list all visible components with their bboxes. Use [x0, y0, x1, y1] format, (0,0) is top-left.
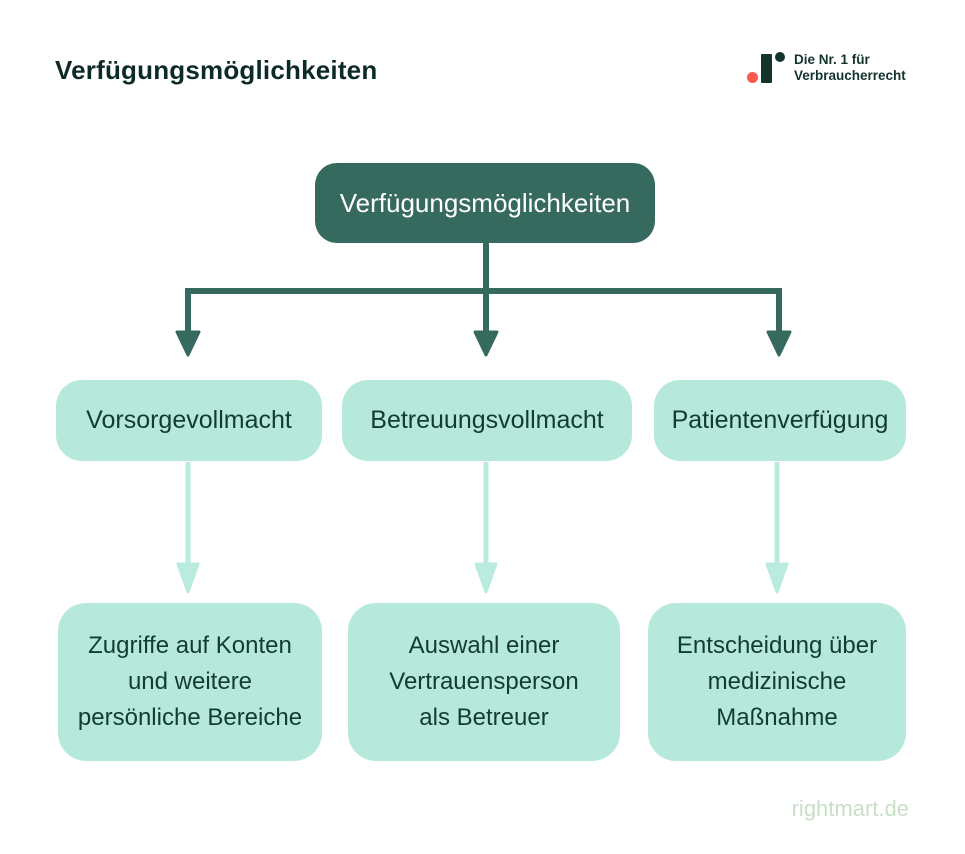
branch-node-betreuungsvollmacht: Betreuungsvollmacht — [342, 380, 632, 461]
logo-tagline-line2: Verbraucherrecht — [794, 68, 906, 83]
logo-tagline: Die Nr. 1 für Verbraucherrecht — [794, 52, 906, 84]
rightmart-logo: Die Nr. 1 für Verbraucherrecht — [744, 50, 965, 90]
description-line: Entscheidung über — [676, 632, 878, 659]
logo-dark-dot-icon — [775, 52, 785, 62]
rightmart-logo-icon — [744, 50, 790, 86]
arrowhead-dark-center — [473, 330, 499, 357]
branch-node-vorsorgevollmacht: Vorsorgevollmacht — [56, 380, 322, 461]
description-line: Auswahl einer — [408, 632, 560, 659]
arrowhead-dark-right — [766, 330, 792, 357]
connector-dark-branches — [185, 288, 782, 334]
description-line: medizinische — [707, 668, 847, 695]
description-line: persönliche Bereiche — [77, 704, 303, 731]
description-line: als Betreuer — [419, 704, 549, 731]
branch-node-patientenverfuegung: Patientenverfügung — [654, 380, 906, 461]
logo-bar-icon — [761, 54, 772, 83]
arrowhead-light-right — [765, 562, 789, 594]
watermark-rightmart: rightmart.de — [791, 796, 909, 821]
logo-coral-dot-icon — [747, 72, 758, 83]
arrowhead-dark-left — [175, 330, 201, 357]
arrowhead-light-left — [176, 562, 200, 594]
description-line: und weitere — [127, 668, 253, 695]
arrowhead-light-center — [474, 562, 498, 594]
description-node-patientenverfuegung: Entscheidung über medizinische Maßnahme — [648, 603, 906, 761]
description-line: Zugriffe auf Konten — [88, 632, 292, 659]
description-node-betreuungsvollmacht: Auswahl einer Vertrauensperson als Betre… — [348, 603, 620, 761]
logo-tagline-line1: Die Nr. 1 für — [794, 52, 870, 67]
page-title: Verfügungsmöglichkeiten — [55, 55, 378, 85]
diagram-root-node: Verfügungsmöglichkeiten — [315, 163, 655, 243]
description-node-vorsorgevollmacht: Zugriffe auf Konten und weitere persönli… — [58, 603, 322, 761]
description-line: Vertrauensperson — [389, 668, 579, 695]
description-line: Maßnahme — [716, 704, 838, 731]
